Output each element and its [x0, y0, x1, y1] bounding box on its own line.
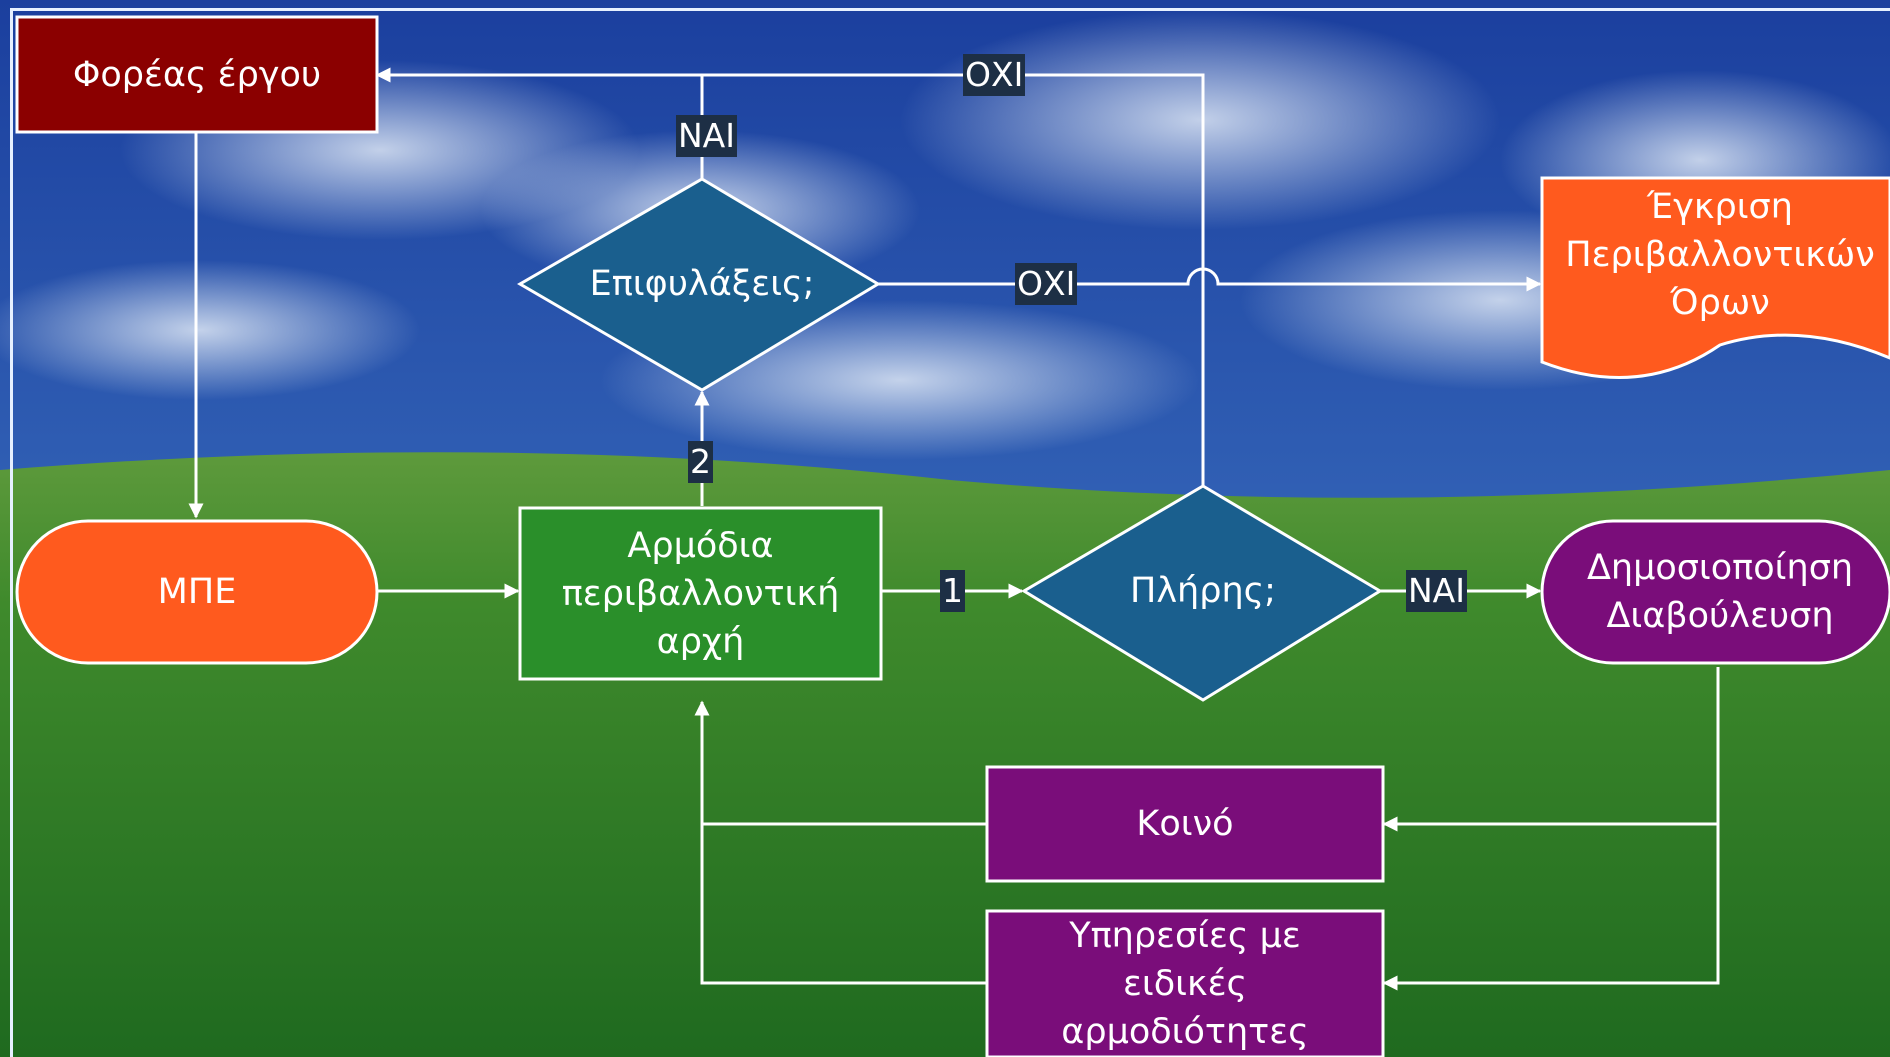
public-label: Κοινό: [1136, 804, 1234, 844]
publication-terminal: [1540, 519, 1890, 665]
approval-document: [1540, 176, 1890, 379]
edge-services-to-authority: [694, 700, 987, 985]
edge-label-yes-top: ΝΑΙ: [676, 115, 737, 157]
edge-label-step-one: 1: [940, 570, 965, 612]
edge-complete-no-to-project: [702, 73, 1205, 486]
publication-label: Δημοσιοποίηση Διαβούλευση: [1586, 548, 1854, 636]
edge-label-no-middle: ΟΧΙ: [1015, 263, 1078, 305]
project-body-label: Φορέας έργου: [72, 54, 322, 95]
authority-box: [518, 506, 883, 681]
edge-label-yes-right: ΝΑΙ: [1406, 570, 1467, 612]
approval-label: Έγκριση Περιβαλλοντικών Όρων: [1565, 187, 1875, 323]
edge-publication-to-services: [1382, 824, 1720, 991]
mpe-label: ΜΠΕ: [157, 572, 237, 612]
project-body-box: [15, 15, 379, 134]
services-box: [985, 909, 1385, 1057]
edge-reservations-no-to-approval: [878, 267, 1542, 292]
slide-frame: [10, 8, 1890, 1057]
services-label: Υπηρεσίες με ειδικές αρμοδιότητες: [1061, 916, 1309, 1052]
authority-label: Αρμόδια περιβαλλοντική αρχή: [561, 525, 840, 662]
complete-decision-diamond: [1021, 484, 1383, 702]
edge-reservations-yes-to-project: [375, 67, 704, 178]
public-box: [985, 765, 1385, 883]
complete-decision-label: Πλήρης;: [1130, 571, 1276, 611]
edge-publication-to-public: [1382, 667, 1720, 832]
reservations-decision-label: Επιφυλάξεις;: [589, 264, 815, 304]
edge-label-no-top: ΟΧΙ: [963, 54, 1026, 96]
mpe-terminal: [15, 519, 379, 665]
reservations-decision-diamond: [517, 177, 881, 392]
edge-label-step-two: 2: [688, 441, 713, 483]
